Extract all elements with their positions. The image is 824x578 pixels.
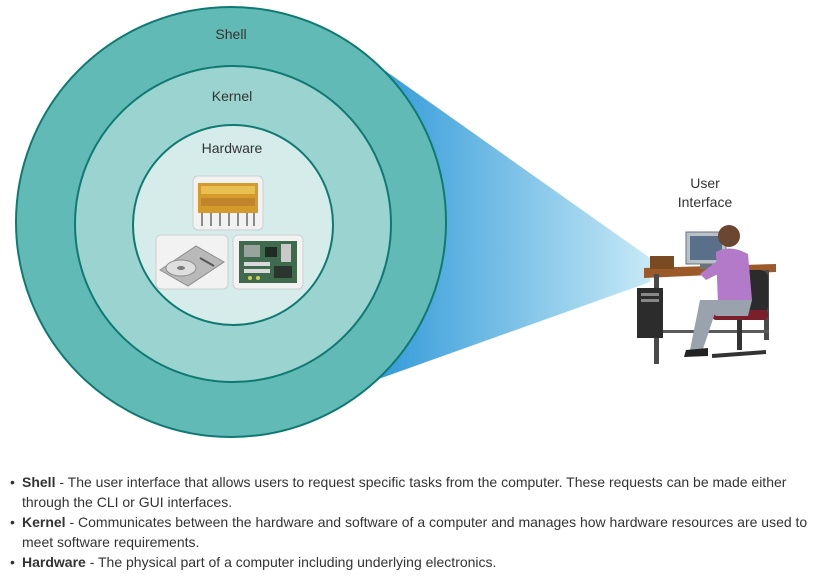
note-shell: Shell - The user interface that allows u… bbox=[10, 472, 810, 512]
user-at-computer-illustration bbox=[637, 225, 776, 364]
note-description: - The physical part of a computer includ… bbox=[85, 554, 497, 570]
note-kernel: Kernel - Communicates between the hardwa… bbox=[10, 512, 810, 552]
motherboard-image bbox=[232, 234, 304, 290]
user-interface-label-line2: Interface bbox=[678, 194, 733, 210]
os-architecture-diagram: Shell Kernel Hardware bbox=[15, 6, 776, 438]
cpu-chip-image bbox=[192, 175, 264, 231]
note-term: Hardware bbox=[22, 554, 86, 570]
note-hardware: Hardware - The physical part of a comput… bbox=[10, 552, 810, 572]
description-list: Shell - The user interface that allows u… bbox=[10, 472, 810, 572]
note-description: - The user interface that allows users t… bbox=[22, 474, 787, 510]
note-term: Kernel bbox=[22, 514, 66, 530]
projection-beam bbox=[370, 60, 650, 382]
hard-drive-image bbox=[155, 234, 229, 290]
user-interface-label-line1: User bbox=[690, 175, 720, 191]
note-term: Shell bbox=[22, 474, 56, 490]
hardware-label: Hardware bbox=[202, 140, 263, 156]
kernel-label: Kernel bbox=[212, 88, 252, 104]
note-description: - Communicates between the hardware and … bbox=[22, 514, 808, 550]
shell-label: Shell bbox=[215, 26, 246, 42]
